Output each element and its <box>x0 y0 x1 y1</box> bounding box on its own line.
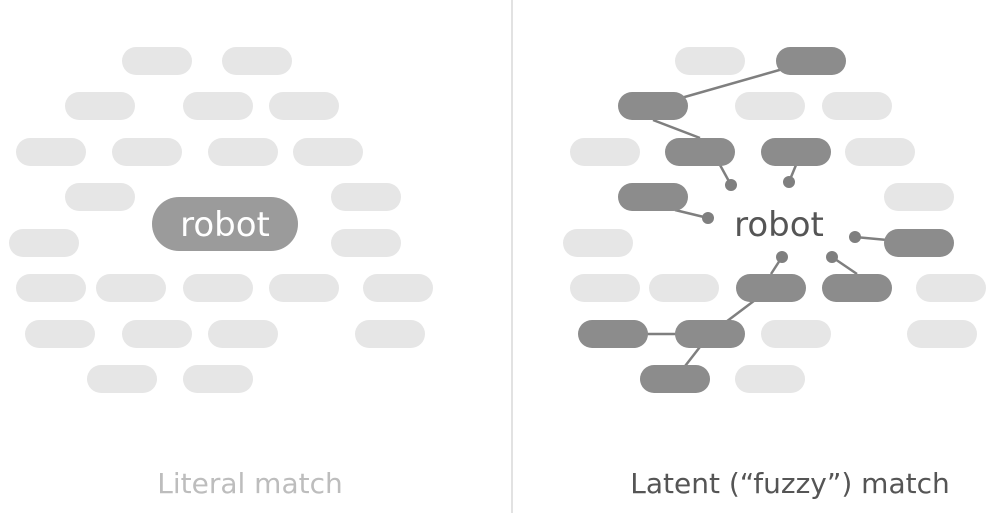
word-pill <box>16 138 86 166</box>
word-pill <box>570 138 640 166</box>
word-pill <box>845 138 915 166</box>
word-pill <box>87 365 157 393</box>
word-pill <box>355 320 425 348</box>
word-pill <box>25 320 95 348</box>
related-word-pill <box>665 138 735 166</box>
word-pill <box>122 47 192 75</box>
word-pill <box>331 183 401 211</box>
word-pill <box>884 183 954 211</box>
word-pill <box>65 92 135 120</box>
connector-dot <box>725 179 737 191</box>
word-pill <box>269 274 339 302</box>
word-pill <box>183 365 253 393</box>
word-pill <box>761 320 831 348</box>
connector-dot <box>702 212 714 224</box>
related-word-pill <box>822 274 892 302</box>
related-word-pill <box>640 365 710 393</box>
literal-match-caption: Literal match <box>157 467 343 500</box>
word-pill <box>269 92 339 120</box>
word-pill <box>112 138 182 166</box>
word-pill <box>96 274 166 302</box>
related-word-pill <box>736 274 806 302</box>
related-word-pill <box>578 320 648 348</box>
word-pill <box>822 92 892 120</box>
latent-match-caption: Latent (“fuzzy”) match <box>630 467 950 500</box>
word-pill <box>331 229 401 257</box>
word-pill <box>208 138 278 166</box>
word-pill <box>9 229 79 257</box>
word-pill <box>907 320 977 348</box>
related-word-pill <box>618 92 688 120</box>
word-pill <box>570 274 640 302</box>
related-word-pill <box>618 183 688 211</box>
related-word-pill <box>761 138 831 166</box>
left-keyword-text: robot <box>180 205 270 245</box>
word-pill <box>735 92 805 120</box>
word-pill <box>735 365 805 393</box>
connector-dot <box>849 231 861 243</box>
word-pill <box>363 274 433 302</box>
related-word-pill <box>675 320 745 348</box>
related-word-pill <box>884 229 954 257</box>
right-word-cloud-unmatched <box>563 47 986 393</box>
left-keyword-pill-shape <box>152 197 298 251</box>
right-connector-dots <box>702 176 861 263</box>
right-keyword-text: robot <box>734 205 824 245</box>
word-pill <box>183 274 253 302</box>
word-pill <box>222 47 292 75</box>
connector-dot <box>783 176 795 188</box>
right-word-cloud-matched <box>578 47 954 393</box>
word-pill <box>208 320 278 348</box>
word-pill <box>293 138 363 166</box>
word-pill <box>675 47 745 75</box>
connector-dot <box>776 251 788 263</box>
connector-dot <box>826 251 838 263</box>
word-pill <box>916 274 986 302</box>
connector-line <box>652 118 701 140</box>
related-word-pill <box>776 47 846 75</box>
word-pill <box>16 274 86 302</box>
word-pill <box>183 92 253 120</box>
word-pill <box>563 229 633 257</box>
left-keyword-pill: robot <box>152 197 298 251</box>
left-word-cloud <box>9 47 433 393</box>
word-pill <box>65 183 135 211</box>
word-pill <box>649 274 719 302</box>
word-pill <box>122 320 192 348</box>
